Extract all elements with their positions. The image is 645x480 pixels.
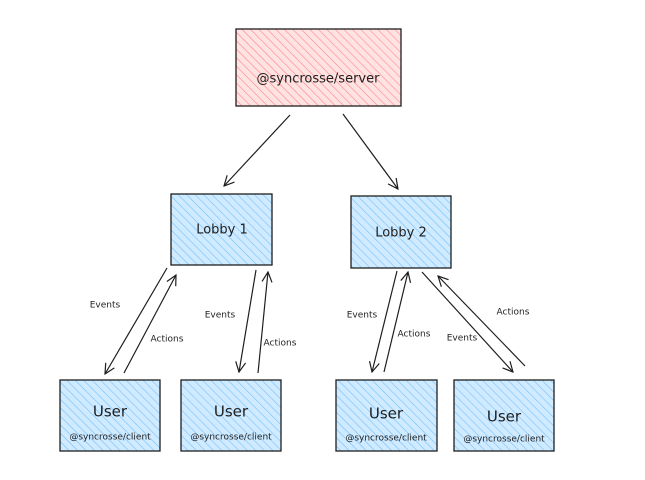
lobby2-user3-events-label: Events xyxy=(347,311,378,321)
user3-title: User xyxy=(369,405,404,423)
user1-subtitle: @syncrosse/client xyxy=(69,433,151,443)
server-node: @syncrosse/server xyxy=(235,28,402,107)
user4-to-lobby2-actions-arrow xyxy=(438,276,526,367)
server-to-lobby2-arrow xyxy=(342,113,398,189)
lobby1-user1-events-label: Events xyxy=(90,301,121,311)
user2-subtitle: @syncrosse/client xyxy=(190,433,272,443)
lobby1-node: Lobby 1 xyxy=(170,193,273,266)
lobby2-node: Lobby 2 xyxy=(350,195,452,269)
user4-node: User @syncrosse/client xyxy=(453,379,555,452)
lobby2-user4-actions-label: Actions xyxy=(497,308,530,318)
lobby1-user2-actions-label: Actions xyxy=(264,339,297,349)
lobby1-user2-events-label: Events xyxy=(205,311,236,321)
lobby1-user1-actions-label: Actions xyxy=(151,335,184,345)
user1-to-lobby1-actions-arrow xyxy=(123,275,176,374)
server-label: @syncrosse/server xyxy=(257,72,381,87)
user3-subtitle: @syncrosse/client xyxy=(345,434,427,444)
user2-node: User @syncrosse/client xyxy=(180,379,282,452)
lobby2-to-user4-events-arrow xyxy=(421,271,513,372)
server-to-lobby1-arrow xyxy=(224,114,291,186)
user3-to-lobby2-actions-arrow xyxy=(383,272,408,373)
lobby1-label: Lobby 1 xyxy=(196,223,248,238)
user1-title: User xyxy=(93,403,128,421)
lobby1-to-user1-events-arrow xyxy=(105,267,168,374)
lobby2-to-user3-events-arrow xyxy=(372,270,398,372)
user3-node: User @syncrosse/client xyxy=(335,379,438,452)
user1-node: User @syncrosse/client xyxy=(59,379,161,452)
user2-to-lobby1-actions-arrow xyxy=(257,272,268,374)
lobby2-label: Lobby 2 xyxy=(375,226,427,241)
user4-title: User xyxy=(487,408,522,426)
user2-title: User xyxy=(214,403,249,421)
user4-subtitle: @syncrosse/client xyxy=(463,435,545,445)
lobby2-user3-actions-label: Actions xyxy=(398,330,431,340)
lobby2-user4-events-label: Events xyxy=(447,334,478,344)
lobby1-to-user2-events-arrow xyxy=(239,269,257,372)
